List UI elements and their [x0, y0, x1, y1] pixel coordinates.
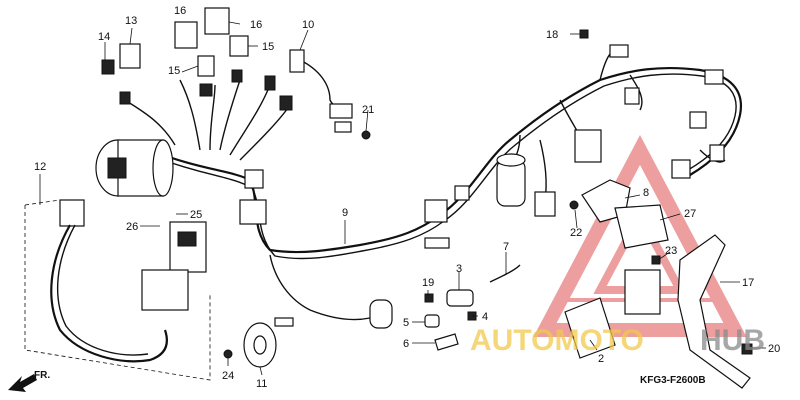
callout-14: 14	[98, 31, 110, 43]
leader-lines	[39, 21, 766, 376]
main-switch-part	[95, 139, 174, 197]
watermark-hub: HUB	[700, 324, 765, 357]
condenser-part	[274, 299, 393, 329]
bracket-parts	[581, 179, 669, 249]
callout-15b: 15	[168, 65, 180, 77]
callout-9: 9	[342, 207, 348, 219]
callout-13: 13	[125, 15, 137, 27]
callout-23: 23	[665, 245, 677, 257]
callout-24: 24	[222, 370, 234, 382]
callout-4: 4	[482, 311, 488, 323]
fuse-box-part	[59, 199, 207, 311]
callout-25: 25	[190, 209, 202, 221]
callout-2: 2	[598, 353, 604, 365]
callout-18: 18	[546, 29, 558, 41]
callout-16a: 16	[174, 5, 186, 17]
diagram-code: KFG3-F2600B	[640, 375, 706, 386]
callout-7: 7	[503, 241, 509, 253]
forward-label: FR.	[34, 370, 50, 381]
callout-12: 12	[34, 161, 46, 173]
callout-16b: 16	[250, 19, 262, 31]
callout-3: 3	[456, 263, 462, 275]
forward-arrow: FR.	[8, 370, 50, 392]
callout-21: 21	[362, 104, 374, 116]
callout-20: 20	[768, 343, 780, 355]
callout-19: 19	[422, 277, 434, 289]
callout-17: 17	[742, 277, 754, 289]
callout-11: 11	[256, 378, 267, 390]
callout-26: 26	[126, 221, 138, 233]
relay-group	[101, 7, 293, 111]
sub-harness-frame	[24, 205, 211, 381]
watermark-automoto: AUTOMOTO	[470, 324, 644, 357]
callout-22: 22	[570, 227, 582, 239]
callout-8: 8	[643, 187, 649, 199]
callout-27: 27	[684, 208, 696, 220]
sensor-10-part	[289, 49, 353, 133]
callout-15a: 15	[262, 41, 274, 53]
bracket-17-part	[677, 234, 753, 389]
center-connectors	[239, 169, 470, 249]
right-components	[496, 29, 725, 217]
sub-harness-12	[50, 224, 168, 363]
horn-part	[243, 322, 277, 368]
bolts	[223, 130, 579, 359]
callout-6: 6	[403, 338, 409, 350]
callout-10: 10	[302, 19, 314, 31]
control-unit-part	[564, 255, 661, 359]
callout-5: 5	[403, 317, 409, 329]
